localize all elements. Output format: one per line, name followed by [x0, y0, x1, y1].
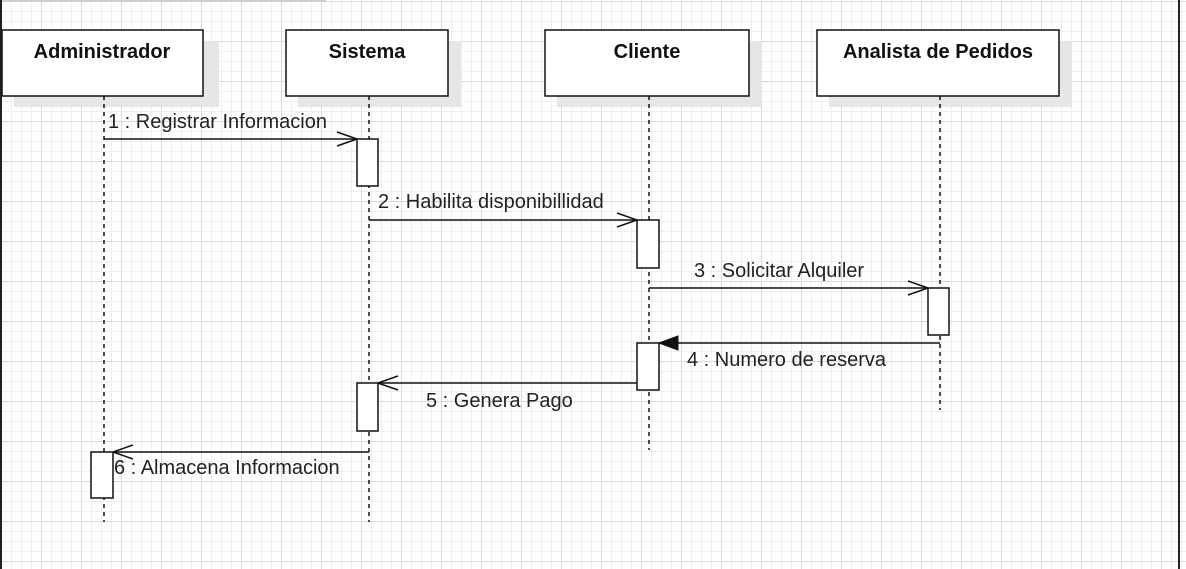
message-3[interactable]: 3 : Solicitar Alquiler: [649, 260, 928, 288]
activation-analista-1[interactable]: [927, 287, 950, 336]
svg-text:Administrador: Administrador: [34, 41, 171, 63]
activation-sistema-2[interactable]: [356, 382, 379, 432]
svg-text:1 : Registrar Informacion: 1 : Registrar Informacion: [108, 111, 327, 133]
svg-text:Sistema: Sistema: [329, 41, 407, 63]
activation-cliente-2[interactable]: [636, 342, 660, 391]
participant-sistema[interactable]: Sistema: [285, 29, 449, 97]
activation-cliente-1[interactable]: [636, 219, 660, 269]
participant-analista[interactable]: Analista de Pedidos: [816, 29, 1060, 97]
activation-administrador-1[interactable]: [90, 451, 114, 499]
participant-administrador[interactable]: Administrador: [1, 29, 204, 97]
svg-text:5 : Genera Pago: 5 : Genera Pago: [426, 390, 573, 412]
activation-sistema-1[interactable]: [356, 138, 379, 187]
top-edge-line: [0, 0, 326, 2]
svg-text:2 : Habilita disponibillidad: 2 : Habilita disponibillidad: [378, 191, 604, 213]
participant-cliente[interactable]: Cliente: [544, 29, 750, 97]
message-5[interactable]: 5 : Genera Pago: [378, 383, 637, 412]
message-2[interactable]: 2 : Habilita disponibillidad: [369, 191, 637, 220]
svg-text:3 : Solicitar Alquiler: 3 : Solicitar Alquiler: [694, 260, 864, 282]
svg-text:Analista de Pedidos: Analista de Pedidos: [843, 41, 1033, 63]
message-6[interactable]: 6 : Almacena Informacion: [113, 452, 369, 479]
message-4[interactable]: 4 : Numero de reserva: [657, 335, 940, 371]
message-1[interactable]: 1 : Registrar Informacion: [104, 111, 357, 139]
svg-text:4 : Numero de reserva: 4 : Numero de reserva: [687, 349, 887, 371]
svg-text:6 : Almacena Informacion: 6 : Almacena Informacion: [114, 457, 340, 479]
svg-text:Cliente: Cliente: [614, 41, 681, 63]
